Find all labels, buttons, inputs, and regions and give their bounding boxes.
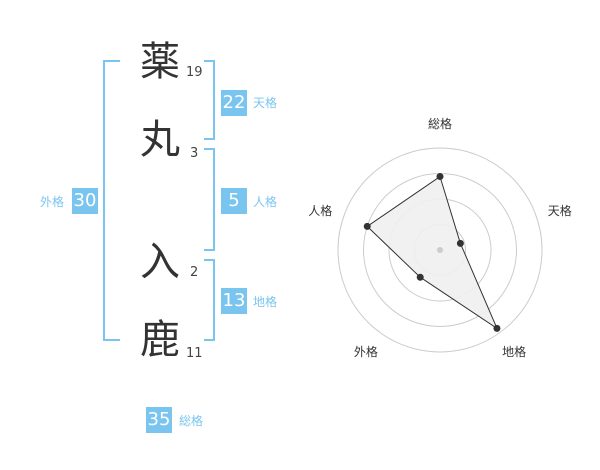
radar-point — [416, 273, 424, 281]
radar-point — [493, 324, 501, 332]
radar-axis-label-tenkaku: 天格 — [547, 204, 572, 219]
radar-ring — [337, 147, 543, 353]
radar-center-dot — [437, 247, 443, 253]
chikaku-bracket — [204, 259, 215, 341]
name-char-2-strokes: 3 — [190, 146, 199, 161]
name-char-1: 薬 — [140, 39, 180, 85]
gaikaku-label: 外格 — [40, 195, 65, 209]
chikaku-score: 13 — [221, 288, 247, 314]
jinkaku-label: 人格 — [253, 195, 278, 209]
name-char-2: 丸 — [140, 117, 180, 163]
jinkaku-score: 5 — [221, 188, 247, 214]
gaikaku-score: 30 — [72, 188, 98, 214]
tenkaku-label: 天格 — [253, 96, 278, 110]
name-char-4: 鹿 — [140, 317, 180, 363]
radar-axis-label-soukaku: 総格 — [428, 117, 453, 131]
chikaku-label: 地格 — [253, 295, 278, 309]
radar-point — [436, 173, 444, 181]
radar-point — [363, 222, 371, 230]
gaikaku-bracket — [103, 60, 120, 341]
name-char-3-strokes: 2 — [190, 265, 199, 280]
radar-point — [456, 239, 464, 247]
radar-axis-label-jinkaku: 人格 — [308, 204, 333, 219]
radar-axis-label-chikaku: 地格 — [502, 344, 527, 359]
name-char-1-strokes: 19 — [186, 65, 203, 80]
radar-axis-label-gaikaku: 外格 — [353, 344, 378, 359]
soukaku-score: 35 — [146, 407, 172, 433]
soukaku-label: 総格 — [179, 414, 204, 428]
name-char-4-strokes: 11 — [186, 346, 203, 361]
tenkaku-bracket — [204, 60, 215, 140]
jinkaku-bracket — [204, 148, 215, 251]
name-char-3: 入 — [140, 239, 180, 285]
radar-polygon — [366, 175, 499, 330]
tenkaku-score: 22 — [221, 90, 247, 116]
